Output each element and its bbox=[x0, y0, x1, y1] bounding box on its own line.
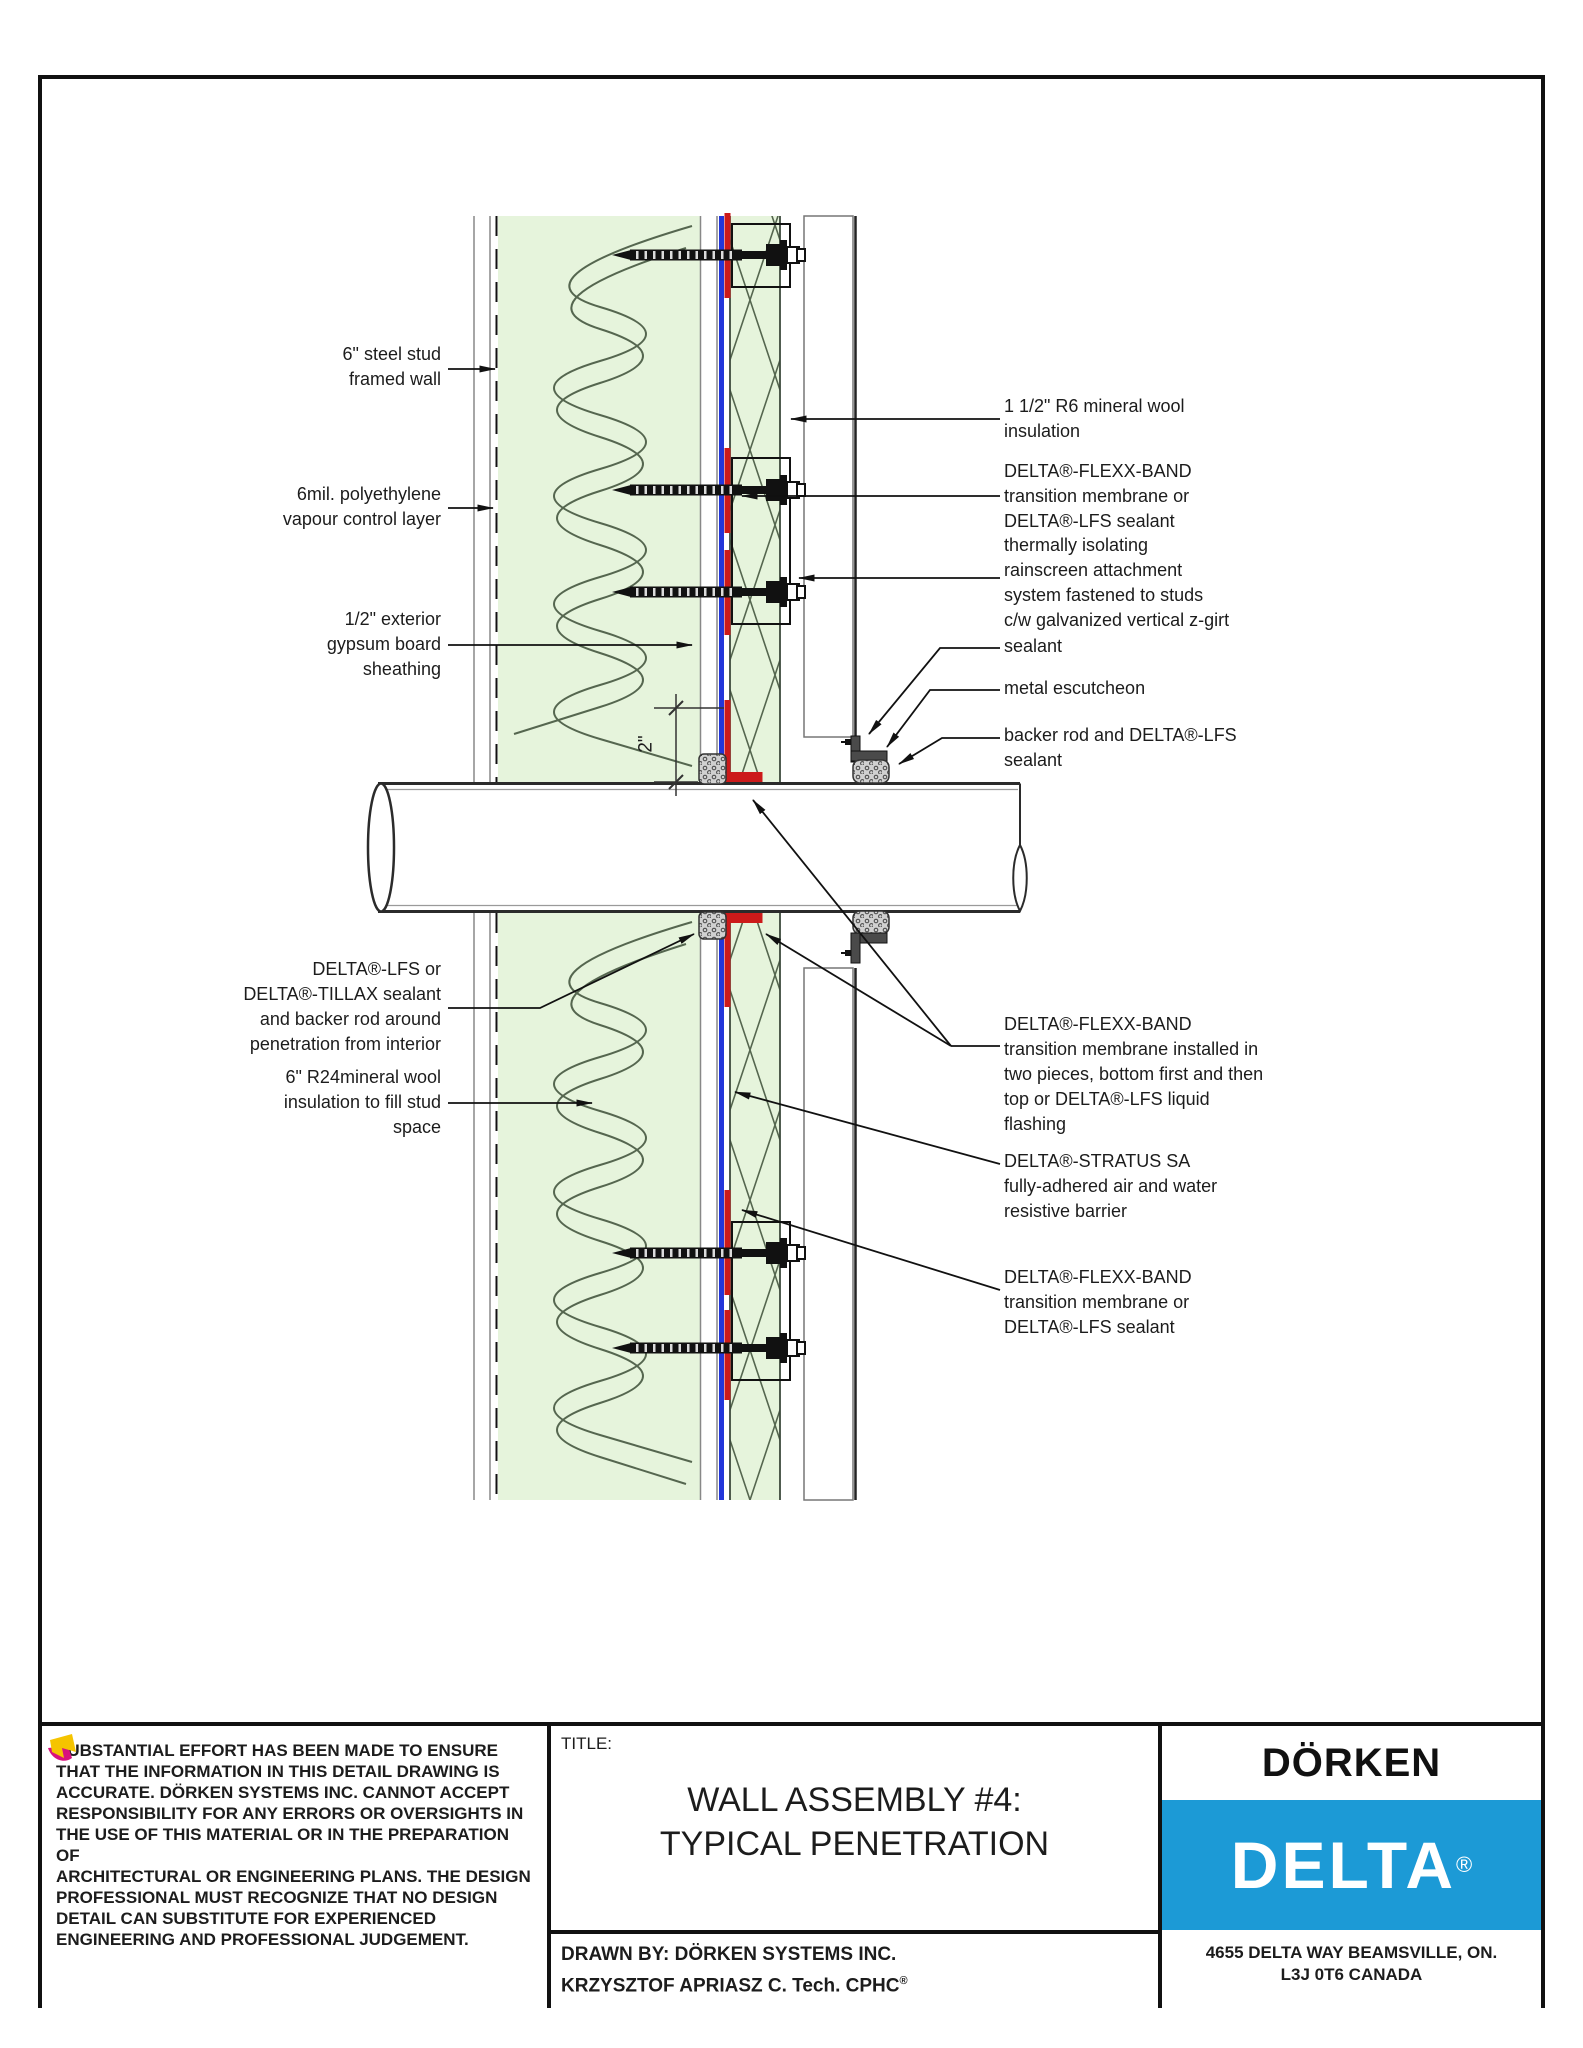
label-r6-wool: 1 1/2" R6 mineral wool insulation bbox=[1004, 396, 1185, 441]
label-flexx-band-top: DELTA®-FLEXX-BAND transition membrane or… bbox=[1004, 461, 1192, 531]
dimension-2in bbox=[654, 694, 724, 796]
exterior-sheathing-lines bbox=[699, 216, 718, 1500]
leader-lines bbox=[448, 365, 1001, 1291]
metal-escutcheon-bottom bbox=[841, 910, 890, 964]
label-escutcheon: metal escutcheon bbox=[1004, 678, 1146, 698]
drawn-by-line2: KRZYSZTOF APRIASZ C. Tech. CPHC bbox=[561, 1975, 900, 1997]
dorken-logo-icon bbox=[48, 1734, 76, 1761]
title-label: TITLE: bbox=[561, 1734, 613, 1753]
disclaimer-text: SUBSTANTIAL EFFORT HAS BEEN MADE TO ENSU… bbox=[56, 1741, 531, 1949]
label-backer-rod: backer rod and DELTA®-LFS sealant bbox=[1004, 725, 1237, 770]
delta-logo: DELTA® bbox=[1162, 1800, 1541, 1930]
company-address: 4655 DELTA WAY BEAMSVILLE, ON. L3J 0T6 C… bbox=[1205, 1943, 1498, 1984]
label-lfs-tillax: DELTA®-LFS or DELTA®-TILLAX sealant and … bbox=[243, 959, 441, 1054]
label-sealant: sealant bbox=[1004, 636, 1063, 656]
interior-gypsum-board bbox=[473, 216, 491, 1500]
title-cell: TITLE: WALL ASSEMBLY #4: TYPICAL PENETRA… bbox=[551, 1726, 1158, 1934]
label-rainscreen: thermally isolating rainscreen attachmen… bbox=[1004, 535, 1230, 630]
penetration-pipe bbox=[366, 782, 1028, 914]
dimension-2in-text: 2" bbox=[635, 735, 657, 753]
drawn-by: DRAWN BY: DÖRKEN SYSTEMS INC. KRZYSZTOF … bbox=[551, 1934, 1158, 2008]
label-stratus-sa: DELTA®-STRATUS SA fully-adhered air and … bbox=[1004, 1151, 1218, 1221]
drawn-by-line1: DRAWN BY: DÖRKEN SYSTEMS INC. bbox=[561, 1944, 897, 1965]
drawing-title: WALL ASSEMBLY #4: TYPICAL PENETRATION bbox=[659, 1781, 1050, 1863]
title-block: SUBSTANTIAL EFFORT HAS BEEN MADE TO ENSU… bbox=[42, 1722, 1541, 2008]
label-flexx-band-bottom: DELTA®-FLEXX-BAND transition membrane or… bbox=[1004, 1267, 1192, 1337]
delta-reg: ® bbox=[1455, 1852, 1473, 1877]
metal-escutcheon-top bbox=[841, 735, 890, 784]
stud-cavity-insulation bbox=[498, 216, 700, 1500]
penetration-sealant bbox=[698, 753, 727, 940]
cladding-panel bbox=[803, 215, 857, 1501]
label-flexx-band-two-pieces: DELTA®-FLEXX-BAND transition membrane in… bbox=[1004, 1014, 1264, 1134]
dorken-wordmark: DÖRKEN bbox=[1261, 1740, 1442, 1785]
label-poly-vapour: 6mil. polyethylene vapour control layer bbox=[282, 484, 441, 529]
label-r24-wool: 6" R24mineral wool insulation to fill st… bbox=[283, 1067, 441, 1137]
delta-wordmark: DELTA bbox=[1230, 1828, 1456, 1902]
dorken-logo: DÖRKEN bbox=[48, 1726, 1541, 1800]
label-gypsum-sheathing: 1/2" exterior gypsum board sheathing bbox=[326, 609, 441, 679]
drawn-by-reg: ® bbox=[899, 1975, 908, 1987]
label-steel-stud: 6" steel stud framed wall bbox=[342, 344, 441, 389]
